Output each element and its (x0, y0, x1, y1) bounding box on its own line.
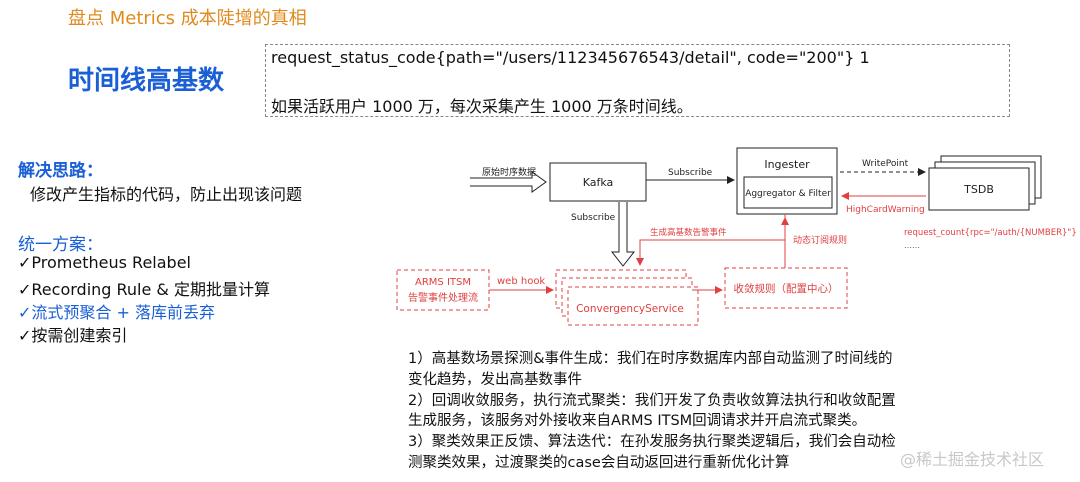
arms-itsm-box (396, 269, 490, 311)
watermark: @稀土掘金技术社区 (900, 450, 1045, 469)
ellipsis-label: …… (904, 241, 920, 250)
aggregator-box (743, 176, 833, 209)
convergency-box (567, 286, 699, 326)
kafka-box (549, 162, 647, 202)
plan-item-relabel: ✓Prometheus Relabel (18, 253, 191, 272)
plan-item-recording-rule: ✓Recording Rule & 定期批量计算 (18, 280, 270, 299)
kafka-label: Kafka (583, 176, 614, 189)
convergency-label: ConvergencyService (576, 303, 684, 315)
description-line-3: 2）回调收敛服务，执行流式聚类：我们开发了负责收敛算法执行和收敛配置 (408, 393, 896, 409)
top-title: 盘点 Metrics 成本陡增的真相 (68, 8, 307, 29)
gen-event-arrow (636, 214, 786, 266)
subscribe-down-arrow (610, 202, 636, 267)
raw-data-arrow (470, 171, 547, 193)
plan-heading: 统一方案： (18, 235, 103, 255)
tsdb-label: TSDB (963, 183, 994, 196)
writepoint-label: WritePoint (862, 159, 909, 169)
rules-box (724, 267, 848, 309)
raw-data-label: 原始时序数据 (482, 166, 536, 178)
arms-label-1: ARMS ITSM (415, 277, 471, 288)
rules-label: 收敛规则（配置中心） (734, 282, 839, 295)
plan-item-stream-aggregation: ✓流式预聚合 + 落库前丢弃 (18, 303, 215, 322)
subscribe-down-label: Subscribe (571, 213, 616, 223)
code-example: request_status_code{path="/users/1123456… (271, 48, 870, 67)
ingester-label: Ingester (764, 158, 810, 171)
description-line-4: 生成服务，该服务对外接收来自ARMS ITSM回调请求并开启流式聚类。 (408, 413, 867, 429)
subscribe-top-label: Subscribe (668, 168, 713, 178)
description-line-1: 1）高基数场景探测&事件生成：我们在时序数据库内部自动监测了时间线的 (408, 351, 893, 367)
description-line-2: 变化趋势，发出高基数事件 (408, 372, 582, 388)
solution-text: 修改产生指标的代码，防止出现该问题 (30, 185, 303, 204)
arms-label-2: 告警事件处理流 (408, 291, 478, 304)
page-title: 时间线高基数 (68, 66, 225, 96)
dynamic-sub-label: 动态订阅规则 (793, 234, 847, 246)
code-box (265, 44, 1010, 117)
gen-event-label: 生成高基数告警事件 (650, 227, 727, 238)
description-line-5: 3）聚类效果正反馈、算法迭代：在孙发服务执行聚类逻辑后，我们会自动检 (408, 434, 896, 450)
plan-item-index: ✓按需创建索引 (18, 326, 128, 345)
tsdb-box (928, 167, 1030, 211)
solution-heading: 解决思路： (18, 161, 103, 181)
code-note: 如果活跃用户 1000 万，每次采集产生 1000 万条时间线。 (271, 97, 693, 116)
request-count-label: request_count{rpc="/auth/{NUMBER}"} 5 (904, 228, 1080, 238)
webhook-label: web hook (497, 276, 545, 287)
aggregator-label: Aggregator & Filter (745, 189, 831, 199)
highcard-label: HighCardWarning (846, 205, 925, 215)
description-line-6: 测聚类效果，过渡聚类的case会自动返回进行重新优化计算 (408, 455, 790, 471)
